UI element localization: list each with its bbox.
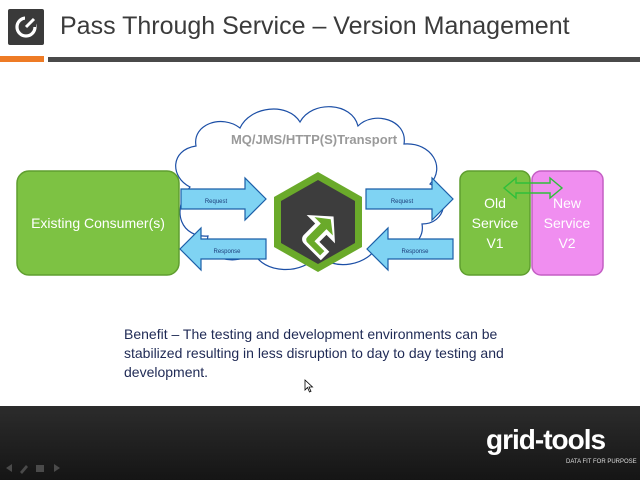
slide-controls[interactable]: [4, 462, 74, 474]
slide-logo: [8, 9, 44, 45]
left-response-arrow: Response: [179, 226, 267, 272]
right-response-arrow: Response: [366, 226, 454, 272]
brand-tagline: DATA FIT FOR PURPOSE: [566, 459, 637, 465]
old-service-line1: Old: [484, 195, 506, 211]
old-service-line2: Service: [472, 215, 519, 231]
slide-header: Pass Through Service – Version Managemen…: [0, 0, 640, 62]
grid-tools-logo-icon: [15, 16, 37, 38]
old-service-box: Old Service V1: [459, 170, 531, 276]
next-slide-icon[interactable]: [54, 464, 60, 472]
transport-label: MQ/JMS/HTTP(S)Transport: [231, 132, 398, 147]
mouse-cursor-icon: [304, 379, 314, 393]
right-request-label: Request: [391, 199, 414, 205]
new-service-line3: V2: [558, 235, 575, 251]
new-service-line2: Service: [544, 215, 591, 231]
new-service-line1: New: [553, 195, 582, 211]
benefit-text: Benefit – The testing and development en…: [124, 326, 504, 380]
slide-footer: [0, 406, 640, 480]
new-service-box: New Service V2: [531, 170, 604, 276]
left-request-arrow: Request: [180, 176, 267, 222]
old-service-line3: V1: [486, 235, 503, 251]
right-request-arrow: Request: [365, 176, 454, 222]
consumer-label: Existing Consumer(s): [31, 215, 165, 231]
architecture-diagram: MQ/JMS/HTTP(S)Transport Existing Consume…: [16, 106, 604, 276]
right-response-label: Response: [401, 249, 429, 255]
brand-logo: grid-tools: [486, 424, 606, 455]
previous-slide-icon[interactable]: [6, 464, 12, 472]
switch-arrow-icon: [502, 176, 564, 200]
left-response-label: Response: [213, 249, 241, 255]
page-title: Pass Through Service – Version Managemen…: [60, 12, 570, 40]
pen-icon[interactable]: [20, 465, 28, 474]
header-divider: [48, 57, 640, 62]
hub-icon: [274, 172, 362, 272]
left-request-label: Request: [205, 199, 228, 205]
menu-icon[interactable]: [36, 465, 44, 472]
existing-consumer-box: Existing Consumer(s): [16, 170, 180, 276]
arrow-up-right-icon: [302, 215, 335, 261]
header-accent-bar: [0, 56, 44, 63]
